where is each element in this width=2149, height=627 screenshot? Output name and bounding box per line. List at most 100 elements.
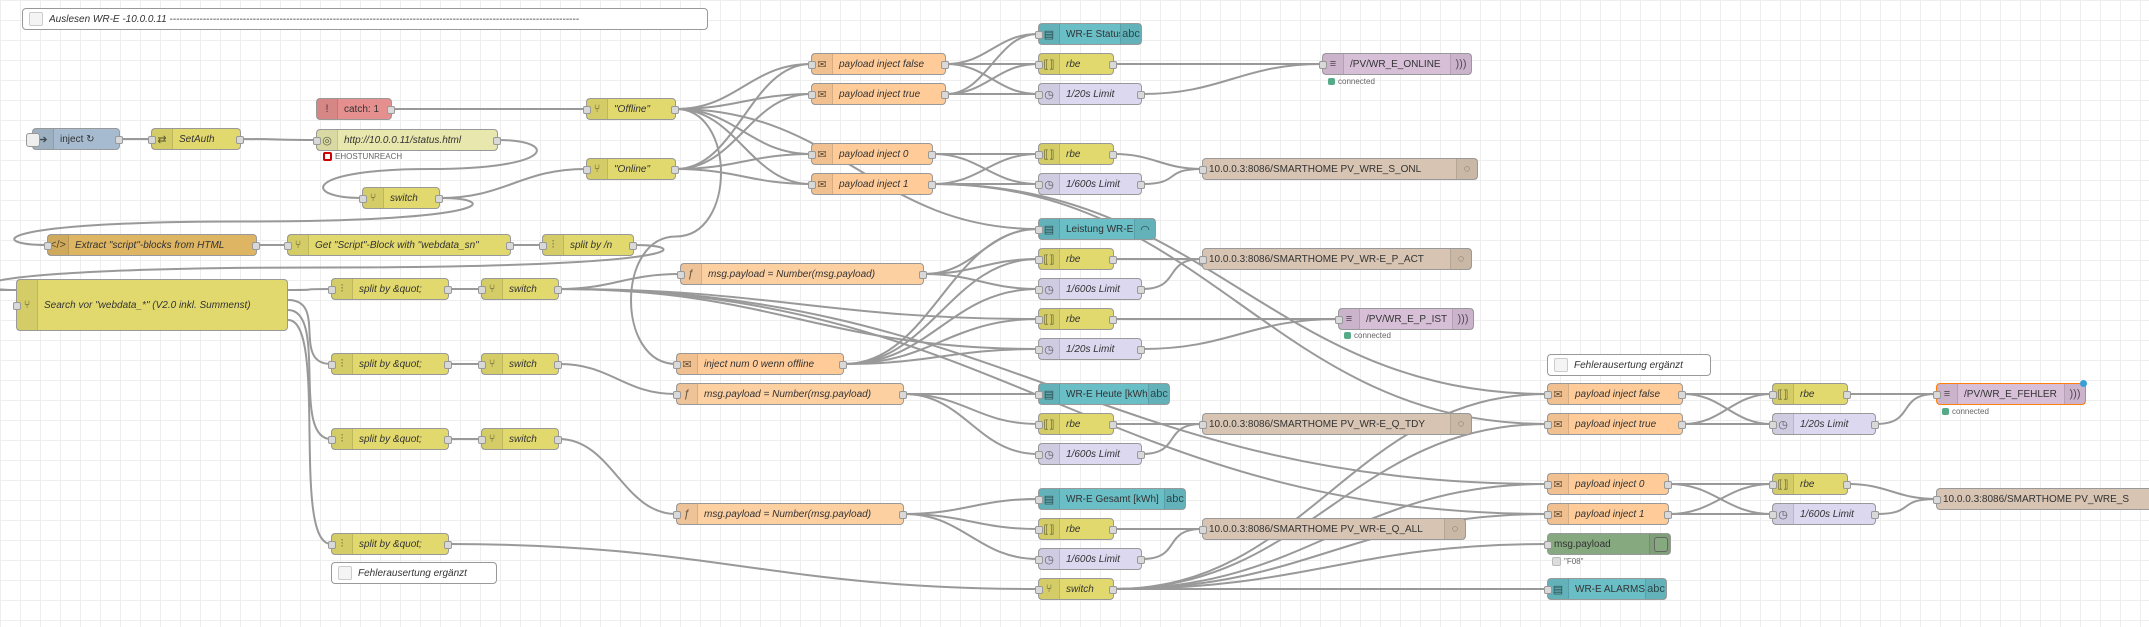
wire[interactable]: [1668, 483, 1773, 515]
wire[interactable]: [923, 273, 1039, 290]
wire[interactable]: [1875, 393, 1937, 425]
wire[interactable]: [448, 543, 1039, 590]
setauth-node[interactable]: ⇄ SetAuth: [148, 128, 244, 150]
rbe-b-node[interactable]: ⟦⟧rbe: [1035, 143, 1117, 165]
influx-s-onl-node[interactable]: 10.0.0.3:8086/SMARTHOME PV_WRE_S_ONL◌: [1199, 158, 1478, 180]
payload-inject-true-node[interactable]: ✉payload inject true: [808, 83, 949, 105]
wire[interactable]: [945, 33, 1039, 95]
wire[interactable]: [1113, 423, 1548, 590]
fehler-rbe-b-node[interactable]: ⟦⟧rbe: [1769, 473, 1851, 495]
wire[interactable]: [675, 93, 812, 110]
wire[interactable]: [903, 513, 1039, 560]
fehler-limit-b-node[interactable]: ◷1/600s Limit: [1769, 503, 1879, 525]
limit-c-node[interactable]: ◷1/600s Limit: [1035, 278, 1145, 300]
wire[interactable]: [843, 348, 1039, 365]
wire[interactable]: [1141, 318, 1339, 350]
wire[interactable]: [1113, 543, 1548, 590]
wire[interactable]: [558, 438, 677, 515]
wire[interactable]: [945, 63, 1039, 95]
wire[interactable]: [675, 93, 812, 170]
rbe-e-node[interactable]: ⟦⟧rbe: [1035, 413, 1117, 435]
fehler-rbe-a-node[interactable]: ⟦⟧rbe: [1769, 383, 1851, 405]
wire[interactable]: [1847, 483, 1937, 500]
payload-inject-0-node[interactable]: ✉payload inject 0: [808, 143, 936, 165]
wire[interactable]: [558, 363, 677, 395]
influx-all-node[interactable]: 10.0.0.3:8086/SMARTHOME PV_WR-E_Q_ALL◌: [1199, 518, 1466, 540]
switch-main-node[interactable]: ⑂ switch: [359, 187, 443, 209]
influx-p-act-node[interactable]: 10.0.0.3:8086/SMARTHOME PV_WR-E_P_ACT◌: [1199, 248, 1472, 270]
wire[interactable]: [843, 228, 1039, 365]
comment-header[interactable]: Auslesen WR-E -10.0.0.11 ---------------…: [22, 8, 708, 30]
mqtt-online-node[interactable]: ≡/PV/WR_E_ONLINE))): [1319, 53, 1472, 75]
extract-script-node[interactable]: </> Extract "script"-blocks from HTML: [44, 234, 260, 256]
wire[interactable]: [287, 309, 332, 440]
switch-1-node[interactable]: ⑂switch: [478, 278, 562, 300]
fehler-payload-true-node[interactable]: ✉payload inject true: [1544, 413, 1686, 435]
fehler-payload-0-node[interactable]: ✉payload inject 0: [1544, 473, 1672, 495]
wire[interactable]: [287, 288, 332, 291]
wire[interactable]: [322, 139, 538, 199]
wire[interactable]: [1682, 393, 1773, 425]
debug-msg-payload-node[interactable]: msg.payload≣: [1544, 533, 1671, 555]
rbe-a-node[interactable]: ⟦⟧rbe: [1035, 53, 1117, 75]
rbe-d-node[interactable]: ⟦⟧rbe: [1035, 308, 1117, 330]
wire[interactable]: [932, 183, 1548, 425]
wire[interactable]: [287, 319, 332, 545]
influx-tdy-node[interactable]: 10.0.0.3:8086/SMARTHOME PV_WR-E_Q_TDY◌: [1199, 413, 1472, 435]
wire[interactable]: [843, 318, 1039, 365]
wire[interactable]: [13, 197, 474, 246]
switch-bottom-node[interactable]: ⑂switch: [1035, 578, 1117, 600]
split-quot-2-node[interactable]: ⫶split by &quot;: [328, 353, 452, 375]
split-quot-1-node[interactable]: ⫶split by &quot;: [328, 278, 452, 300]
wire[interactable]: [675, 63, 812, 170]
wire[interactable]: [1141, 63, 1323, 95]
gauge-leistung-node[interactable]: ▤Leistung WR-E◠: [1035, 218, 1156, 240]
wire[interactable]: [675, 63, 812, 110]
limit-a-node[interactable]: ◷1/20s Limit: [1035, 83, 1145, 105]
wire[interactable]: [1141, 528, 1203, 560]
text-gesamt-node[interactable]: ▤WR-E Gesamt [kWh]abc: [1035, 488, 1186, 510]
wire[interactable]: [1141, 423, 1203, 455]
output-port[interactable]: [115, 136, 123, 144]
wire[interactable]: [1875, 498, 1937, 515]
mqtt-p-ist-node[interactable]: ≡/PV/WR_E_P_IST))): [1335, 308, 1474, 330]
switch-online-node[interactable]: ⑂ "Online": [583, 158, 679, 180]
wire[interactable]: [932, 153, 1039, 185]
wire[interactable]: [675, 153, 812, 170]
switch-3-node[interactable]: ⑂switch: [478, 428, 562, 450]
wire[interactable]: [903, 498, 1039, 515]
wire[interactable]: [1113, 153, 1203, 170]
wire[interactable]: [945, 33, 1039, 65]
wire[interactable]: [0, 244, 665, 291]
switch-2-node[interactable]: ⑂switch: [478, 353, 562, 375]
limit-b-node[interactable]: ◷1/600s Limit: [1035, 173, 1145, 195]
switch-offline-node[interactable]: ⑂ "Offline": [583, 98, 679, 120]
debug-toggle-button[interactable]: [1654, 537, 1668, 552]
http-request-node[interactable]: ◎ http://10.0.0.11/status.html: [313, 129, 501, 151]
wire[interactable]: [558, 273, 681, 290]
wire[interactable]: [903, 393, 1039, 455]
comment-fehler-1[interactable]: Fehlerausertung ergänzt: [331, 562, 497, 584]
wire[interactable]: [932, 183, 1548, 395]
wire[interactable]: [1141, 258, 1203, 290]
wire[interactable]: [843, 288, 1039, 365]
fehler-payload-1-node[interactable]: ✉payload inject 1: [1544, 503, 1672, 525]
wire[interactable]: [903, 393, 1039, 425]
limit-d-node[interactable]: ◷1/20s Limit: [1035, 338, 1145, 360]
inject-trigger-button[interactable]: [26, 133, 40, 147]
split-n-node[interactable]: ⫶ split by /n: [539, 234, 637, 256]
wire[interactable]: [240, 138, 317, 141]
inject-node[interactable]: ➔ inject ↻: [32, 128, 123, 150]
inject-num-0-node[interactable]: ✉inject num 0 wenn offline: [673, 353, 847, 375]
split-quot-4-node[interactable]: ⫶split by &quot;: [328, 533, 452, 555]
wire[interactable]: [675, 108, 1039, 230]
get-script-block-node[interactable]: ⑂ Get "Script"-Block with "webdata_sn": [284, 234, 514, 256]
rbe-c-node[interactable]: ⟦⟧rbe: [1035, 248, 1117, 270]
limit-e-node[interactable]: ◷1/600s Limit: [1035, 443, 1145, 465]
influx-wre-s-node[interactable]: 10.0.0.3:8086/SMARTHOME PV_WRE_S: [1933, 488, 2149, 510]
wire[interactable]: [287, 299, 332, 365]
catch-node[interactable]: ! catch: 1: [316, 98, 395, 120]
